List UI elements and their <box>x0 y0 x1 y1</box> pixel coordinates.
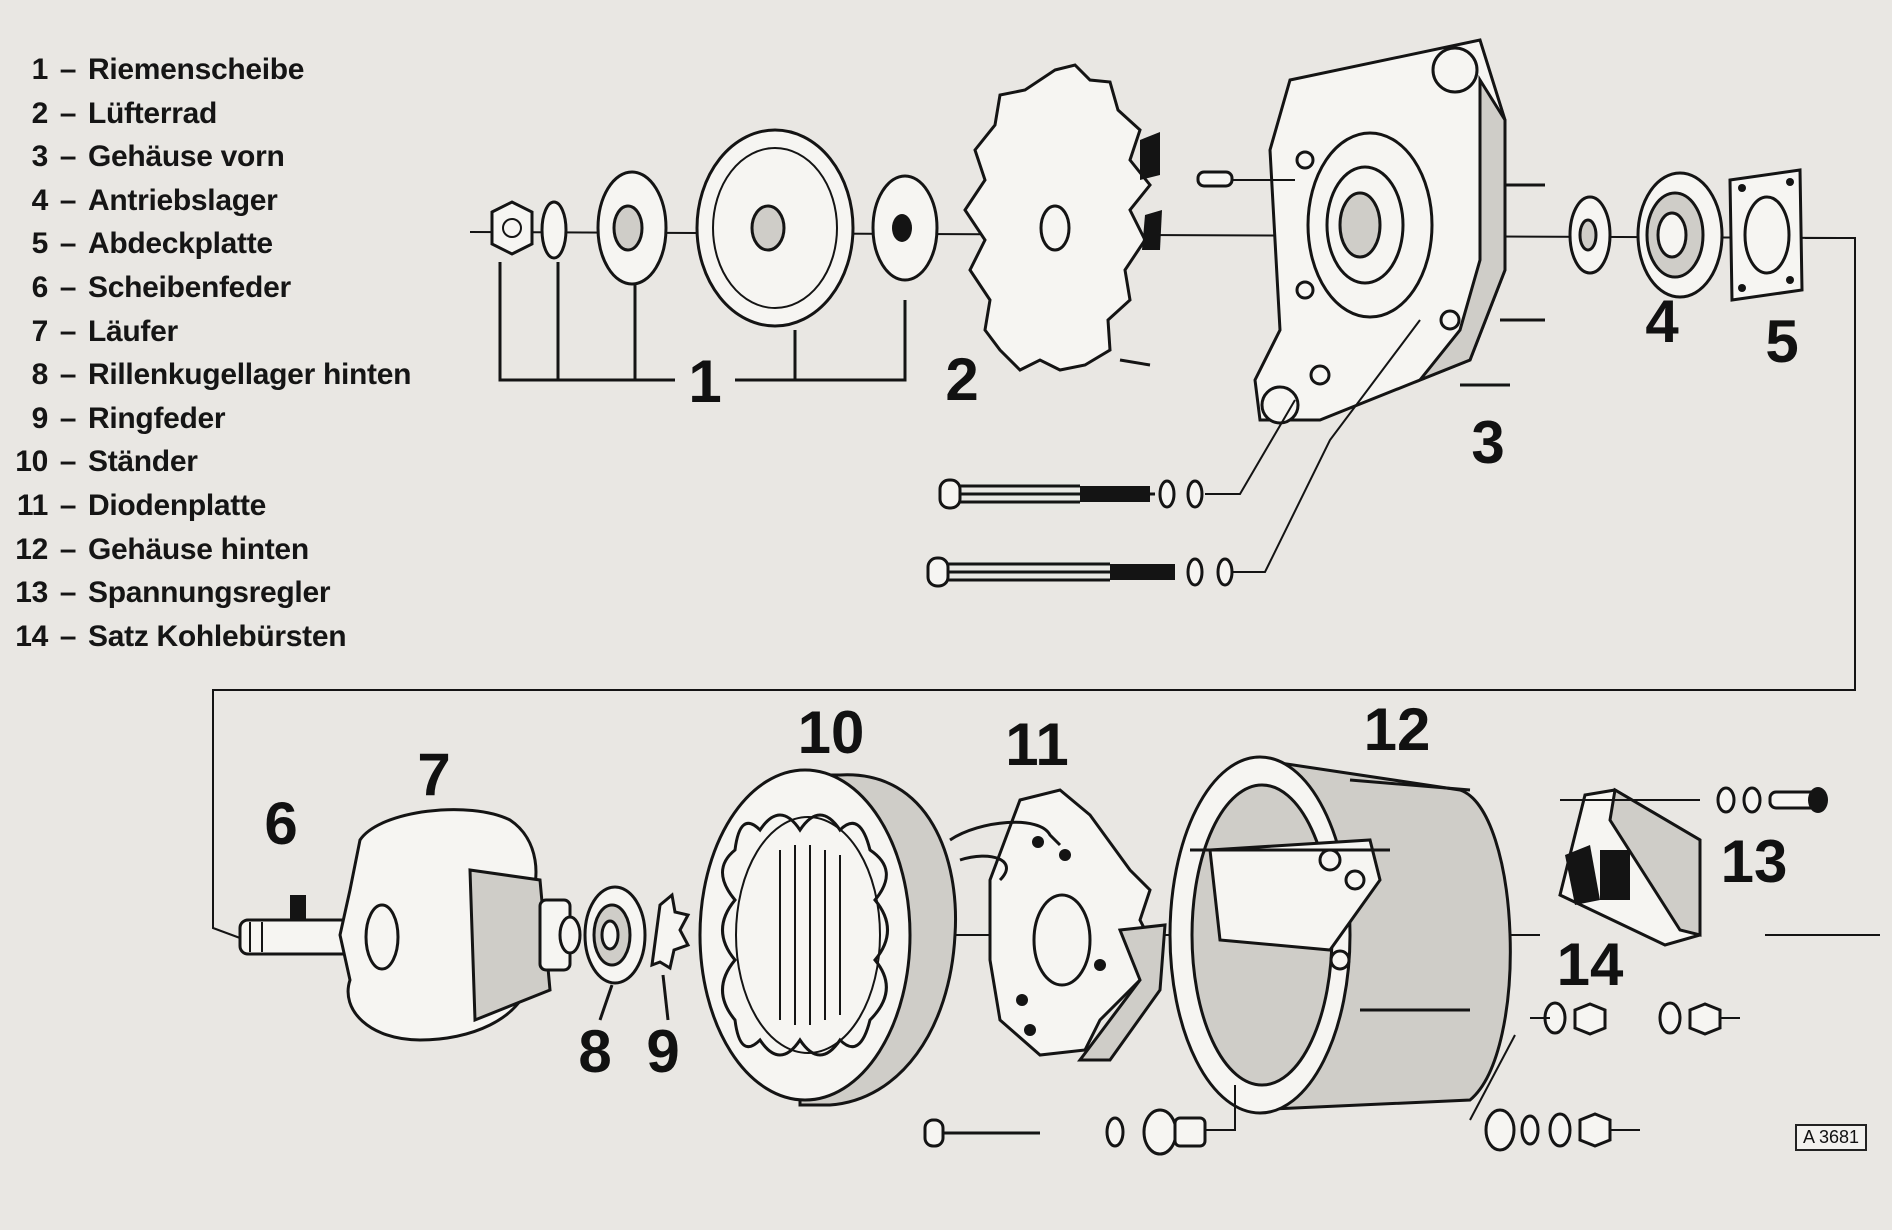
callout-9: 9 <box>646 1018 680 1085</box>
legend-item: 13–Spannungsregler <box>10 571 411 615</box>
legend-label: Satz Kohlebürsten <box>88 619 347 653</box>
legend-item: 4–Antriebslager <box>10 179 411 223</box>
through-bolts <box>926 319 1421 588</box>
legend-label: Diodenplatte <box>88 488 267 522</box>
legend-number: 8 <box>31 358 49 392</box>
rotor <box>238 808 582 1042</box>
legend-item: 1–Riemenscheibe <box>10 48 411 92</box>
legend-label: Rillenkugellager hinten <box>88 358 412 392</box>
legend-number: 10 <box>15 445 48 479</box>
callout-3: 3 <box>1471 409 1505 476</box>
callout-7: 7 <box>417 741 451 808</box>
legend-item: 14–Satz Kohlebürsten <box>10 615 411 659</box>
callout-11: 11 <box>1005 711 1069 778</box>
legend-label: Gehäuse vorn <box>88 140 285 174</box>
fan-wheel <box>963 63 1162 372</box>
legend-label: Spannungsregler <box>88 576 331 610</box>
legend-label: Gehäuse hinten <box>88 532 309 566</box>
callout-14: 14 <box>1556 931 1624 998</box>
legend-label: Riemenscheibe <box>88 53 305 86</box>
through-bolt-head <box>926 556 950 588</box>
legend-number: 5 <box>31 227 49 261</box>
legend-item: 11–Diodenplatte <box>10 484 411 528</box>
callout-5: 5 <box>1765 308 1799 375</box>
ring-spring <box>650 892 691 1021</box>
callout-1: 1 <box>688 348 722 415</box>
diode-plate-screw <box>923 1118 945 1148</box>
front-housing <box>1196 38 1545 425</box>
rear-fasteners <box>1105 1001 1740 1156</box>
callout-13: 13 <box>1720 828 1788 895</box>
legend-number: 12 <box>15 532 48 566</box>
legend-label: Abdeckplatte <box>88 227 273 261</box>
legend-label: Ständer <box>88 445 198 479</box>
drive-bearing <box>1568 171 1724 299</box>
legend-item: 5–Abdeckplatte <box>10 222 411 266</box>
connector-line-upper-to-lower <box>212 237 1856 939</box>
legend-number: 1 <box>31 53 49 86</box>
callout-10: 10 <box>797 699 865 766</box>
pulley-nut <box>490 200 534 256</box>
diode-plate <box>923 788 1167 1148</box>
legend-item: 6–Scheibenfeder <box>10 266 411 310</box>
legend-item: 2–Lüfterrad <box>10 92 411 136</box>
callout-12: 12 <box>1363 696 1431 763</box>
legend-number: 2 <box>31 96 49 130</box>
legend-number: 9 <box>31 401 49 435</box>
housing-screw <box>1196 170 1234 188</box>
legend-item: 9–Ringfeder <box>10 397 411 441</box>
callout-1-bracket <box>498 262 675 382</box>
rear-bearing <box>583 885 647 1021</box>
legend-label: Lüfterrad <box>88 96 217 130</box>
pulley-assembly <box>490 128 939 328</box>
callout-2: 2 <box>945 346 979 413</box>
legend-number: 4 <box>31 183 49 217</box>
figure-id: A 3681 <box>1795 1124 1868 1151</box>
legend-item: 7–Läufer <box>10 310 411 354</box>
rear-housing <box>1168 755 1512 1131</box>
parts-legend: 1–Riemenscheibe 2–Lüfterrad 3–Gehäuse vo… <box>10 48 411 658</box>
legend-item: 10–Ständer <box>10 440 411 484</box>
legend-item: 12–Gehäuse hinten <box>10 528 411 572</box>
legend-number: 3 <box>31 140 49 174</box>
legend-number: 6 <box>31 270 49 304</box>
stator <box>698 768 958 1107</box>
legend-item: 3–Gehäuse vorn <box>10 135 411 179</box>
legend-label: Läufer <box>88 314 178 348</box>
legend-number: 7 <box>31 314 49 348</box>
legend-item: 8–Rillenkugellager hinten <box>10 353 412 397</box>
cover-plate <box>1728 168 1804 302</box>
legend-label: Antriebslager <box>88 183 278 217</box>
legend-number: 13 <box>15 576 48 610</box>
woodruff-key <box>290 895 306 921</box>
callout-4: 4 <box>1645 288 1679 355</box>
legend-number: 11 <box>16 488 48 522</box>
legend-number: 14 <box>15 619 48 653</box>
callout-6: 6 <box>264 790 298 857</box>
voltage-regulator <box>1558 786 1828 947</box>
through-bolt-head <box>938 478 962 510</box>
callout-8: 8 <box>578 1018 612 1085</box>
legend-label: Ringfeder <box>88 401 226 435</box>
lock-washer <box>540 200 568 260</box>
legend-label: Scheibenfeder <box>88 270 291 304</box>
